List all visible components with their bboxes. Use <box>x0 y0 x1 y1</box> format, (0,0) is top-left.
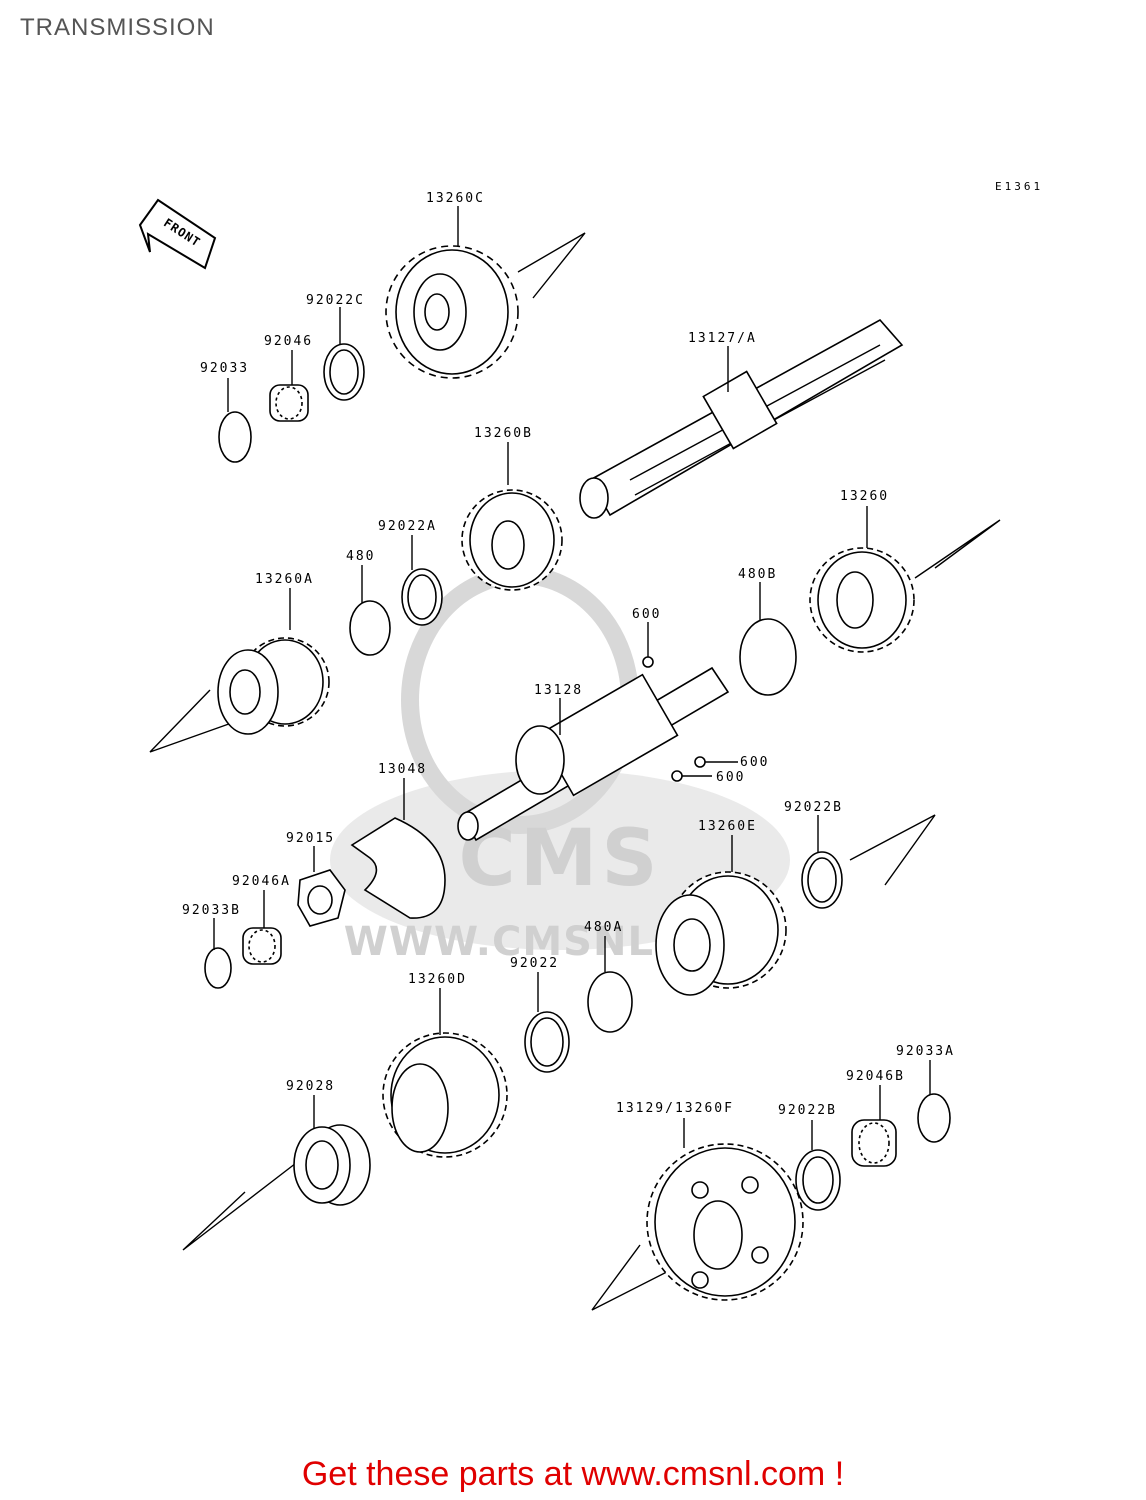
label-92022: 92022 <box>510 956 559 971</box>
label-13127a: 13127/A <box>688 331 757 346</box>
gear-13260b[interactable] <box>461 489 563 591</box>
collar-92028[interactable] <box>293 1124 371 1206</box>
label-13260: 13260 <box>840 489 889 504</box>
label-13260d: 13260D <box>408 972 467 987</box>
label-13129-13260f: 13129/13260F <box>616 1101 734 1116</box>
shaft-13128[interactable] <box>457 666 730 842</box>
circlip-92033[interactable] <box>218 411 252 463</box>
shift-fork-13048[interactable] <box>350 817 446 919</box>
label-480a: 480A <box>584 920 623 935</box>
circlip-92033b[interactable] <box>204 947 232 989</box>
label-92033b: 92033B <box>182 903 241 918</box>
page-title: TRANSMISSION <box>20 14 215 41</box>
ball-600-a[interactable] <box>642 656 654 668</box>
circlip-480b[interactable] <box>739 618 797 696</box>
circlip-92033a[interactable] <box>917 1093 951 1143</box>
label-92022c: 92022C <box>306 293 365 308</box>
part-labels: 13260C 92022C 92046 92033 13127/A 13260B… <box>182 191 955 1118</box>
needle-bearing-92046a[interactable] <box>242 927 282 965</box>
label-92022a: 92022A <box>378 519 437 534</box>
diagram-code: E1361 <box>995 180 1043 193</box>
label-13260a: 13260A <box>255 572 314 587</box>
label-92028: 92028 <box>286 1079 335 1094</box>
label-13260e: 13260E <box>698 819 757 834</box>
label-13260b: 13260B <box>474 426 533 441</box>
circlip-480a[interactable] <box>587 971 633 1033</box>
label-600-b: 600 <box>740 755 769 770</box>
ball-600-b[interactable] <box>694 756 706 768</box>
label-600-a: 600 <box>632 607 661 622</box>
footer-link[interactable]: Get these parts at www.cmsnl.com ! <box>301 1455 845 1493</box>
label-92046a: 92046A <box>232 874 291 889</box>
needle-bearing-92046b[interactable] <box>851 1119 897 1167</box>
gear-13260[interactable] <box>809 547 915 653</box>
gear-13260e[interactable] <box>655 871 787 996</box>
label-92033a: 92033A <box>896 1044 955 1059</box>
label-92046: 92046 <box>264 334 313 349</box>
nut-92015[interactable] <box>297 869 346 927</box>
label-600-c: 600 <box>716 770 745 785</box>
label-92046b: 92046B <box>846 1069 905 1084</box>
label-480b: 480B <box>738 567 777 582</box>
label-92015: 92015 <box>286 831 335 846</box>
label-13128: 13128 <box>534 683 583 698</box>
shaft-13127a[interactable] <box>579 318 904 519</box>
gear-13260c[interactable] <box>385 245 519 379</box>
label-92033: 92033 <box>200 361 249 376</box>
leader-lines <box>213 206 931 1150</box>
label-13260c: 13260C <box>426 191 485 206</box>
circlip-480[interactable] <box>349 600 391 656</box>
gear-13260d[interactable] <box>382 1032 508 1158</box>
label-13048: 13048 <box>378 762 427 777</box>
label-92022b-b: 92022B <box>778 1103 837 1118</box>
label-92022b-a: 92022B <box>784 800 843 815</box>
gear-13260a[interactable] <box>217 637 330 735</box>
label-480: 480 <box>346 549 375 564</box>
needle-bearing-92046[interactable] <box>269 384 309 422</box>
ball-600-c[interactable] <box>671 770 683 782</box>
front-arrow-icon: FRONT <box>138 198 217 270</box>
gear-13129-13260f[interactable] <box>646 1143 804 1301</box>
